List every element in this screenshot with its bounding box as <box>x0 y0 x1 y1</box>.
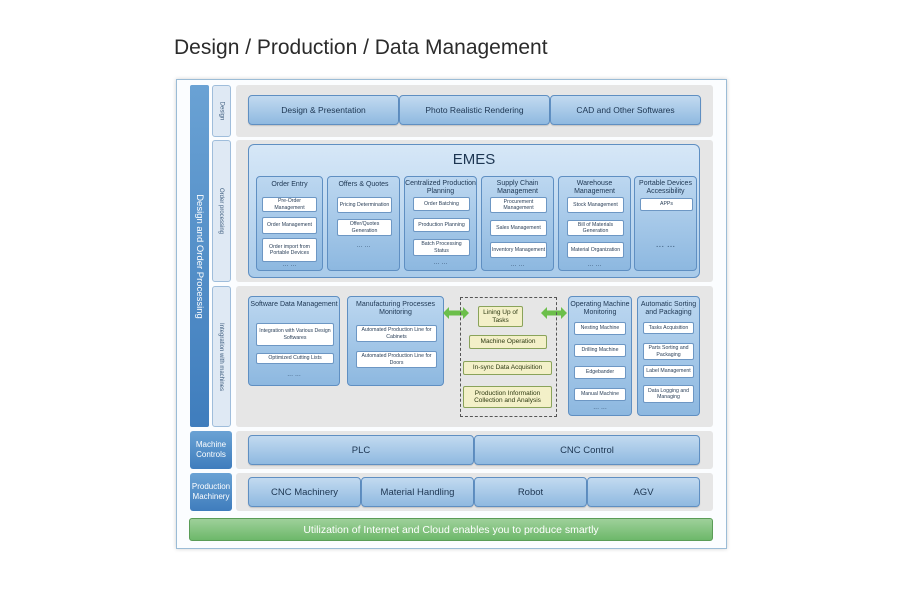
robot-button[interactable]: Robot <box>474 477 587 507</box>
list-item[interactable]: Pricing Determination <box>337 197 392 213</box>
column-title: Software Data Management <box>250 301 338 308</box>
portable-devices-column[interactable]: Portable Devices Accessibility APPs ... … <box>634 176 697 271</box>
column-title: Supply Chain Management <box>496 180 539 195</box>
cnc-machinery-button[interactable]: CNC Machinery <box>248 477 361 507</box>
order-processing-sub-label: Order processing <box>212 140 231 282</box>
order-entry-column[interactable]: Order Entry Pre-Order Management Order M… <box>256 176 323 271</box>
cad-software-button[interactable]: CAD and Other Softwares <box>550 95 701 125</box>
list-item[interactable]: Data Logging and Managing <box>643 385 694 403</box>
list-item[interactable]: Inventory Management <box>490 242 547 258</box>
list-item[interactable]: Drilling Machine <box>574 344 626 357</box>
design-sub-label: Design <box>212 85 231 137</box>
design-order-processing-label: Design and Order Processing <box>190 85 209 427</box>
list-item[interactable]: Order Batching <box>413 197 470 211</box>
design-presentation-button[interactable]: Design & Presentation <box>248 95 399 125</box>
machine-controls-label: Machine Controls <box>190 431 232 469</box>
production-machinery-label: Production Machinery <box>190 473 232 511</box>
list-item[interactable]: Batch Processing Status <box>413 239 470 256</box>
column-title: Centralized Production Planning <box>405 180 476 195</box>
operating-machine-monitoring[interactable]: Operating Machine Monitoring Nesting Mac… <box>568 296 632 416</box>
more-dots: ... ... <box>510 261 525 268</box>
machine-operation[interactable]: Machine Operation <box>469 335 547 349</box>
list-item[interactable]: Automated Production Line for Doors <box>356 351 437 368</box>
more-dots: ... ... <box>356 242 371 249</box>
manufacturing-monitoring[interactable]: Manufacturing Processes Monitoring Autom… <box>347 296 444 386</box>
list-item[interactable]: Stock Management <box>567 197 624 213</box>
list-item[interactable]: Procurement Management <box>490 197 547 213</box>
cloud-footer-bar: Utilization of Internet and Cloud enable… <box>189 518 713 541</box>
more-dots: ... ... <box>593 404 607 411</box>
list-item[interactable]: Production Planning <box>413 218 470 232</box>
data-acquisition[interactable]: In-sync Data Acquisition <box>463 361 552 375</box>
column-title: Manufacturing Processes Monitoring <box>356 301 435 316</box>
emes-title: EMES <box>452 151 496 168</box>
more-dots: ... ... <box>655 239 676 250</box>
list-item[interactable]: Integration with Various Design Software… <box>256 323 334 346</box>
plc-button[interactable]: PLC <box>248 435 474 465</box>
production-planning-column[interactable]: Centralized Production Planning Order Ba… <box>404 176 477 271</box>
list-item[interactable]: Automated Production Line for Cabinets <box>356 325 437 342</box>
list-item[interactable]: Order import from Portable Devices <box>262 238 317 262</box>
production-info-analysis[interactable]: Production Information Collection and An… <box>463 386 552 408</box>
list-item[interactable]: Material Organization <box>567 242 624 258</box>
software-data-management[interactable]: Software Data Management Integration wit… <box>248 296 340 386</box>
column-title: Offers & Quotes <box>338 181 389 188</box>
list-item[interactable]: Sales Management <box>490 220 547 236</box>
list-item[interactable]: Tasks Acquisition <box>643 322 694 334</box>
column-title: Automatic Sorting and Packaging <box>640 301 697 316</box>
list-item[interactable]: Parts Sorting and Packaging <box>643 343 694 360</box>
center-process-group <box>460 297 557 417</box>
list-item[interactable]: Nesting Machine <box>574 322 626 335</box>
list-item[interactable]: Manual Machine <box>574 388 626 401</box>
list-item[interactable]: Label Management <box>643 365 694 378</box>
more-dots: ... ... <box>587 261 602 268</box>
integration-sub-label: Integration with machines <box>212 286 231 427</box>
more-dots: ... ... <box>287 371 301 378</box>
list-item[interactable]: APPs <box>640 198 693 211</box>
more-dots: ... ... <box>433 259 448 266</box>
left-double-arrow-icon <box>443 307 469 319</box>
cnc-control-button[interactable]: CNC Control <box>474 435 700 465</box>
lining-up-tasks[interactable]: Lining Up of Tasks <box>478 306 523 327</box>
page-title: Design / Production / Data Management <box>174 36 548 59</box>
supply-chain-column[interactable]: Supply Chain Management Procurement Mana… <box>481 176 554 271</box>
photo-rendering-button[interactable]: Photo Realistic Rendering <box>399 95 550 125</box>
list-item[interactable]: Offer/Quotes Generation <box>337 219 392 236</box>
column-title: Operating Machine Monitoring <box>570 301 630 316</box>
list-item[interactable]: Bill of Materials Generation <box>567 220 624 236</box>
offers-quotes-column[interactable]: Offers & Quotes Pricing Determination Of… <box>327 176 400 271</box>
column-title: Warehouse Management <box>574 180 615 195</box>
warehouse-column[interactable]: Warehouse Management Stock Management Bi… <box>558 176 631 271</box>
material-handling-button[interactable]: Material Handling <box>361 477 474 507</box>
list-item[interactable]: Pre-Order Management <box>262 197 317 212</box>
right-double-arrow-icon <box>541 307 567 319</box>
agv-button[interactable]: AGV <box>587 477 700 507</box>
list-item[interactable]: Edgebander <box>574 366 626 379</box>
column-title: Portable Devices Accessibility <box>639 180 692 195</box>
list-item[interactable]: Optimized Cutting Lists <box>256 353 334 364</box>
column-title: Order Entry <box>271 181 308 188</box>
automatic-sorting-packaging[interactable]: Automatic Sorting and Packaging Tasks Ac… <box>637 296 700 416</box>
list-item[interactable]: Order Management <box>262 217 317 234</box>
more-dots: ... ... <box>282 261 297 268</box>
